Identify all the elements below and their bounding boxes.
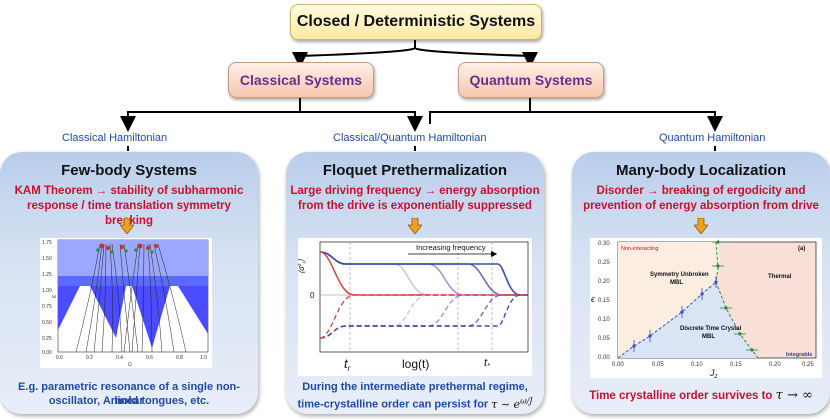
mbl-phase-diagram: (a) Non-interacting Thermal Symmetry Unb… [590, 238, 822, 378]
integrable-label: Integrable [786, 352, 812, 358]
sym-unbroken-label-2: MBL [670, 280, 683, 286]
x-tick: 0.2 [86, 355, 93, 361]
t-star-label: t* [484, 357, 490, 370]
y-tick: 0.05 [598, 336, 610, 342]
x-tick: 0.20 [769, 362, 781, 368]
non-interacting-label: Non-interacting [621, 246, 658, 252]
x-tick: 0.0 [56, 355, 63, 361]
claim-line-2: response / time translation symmetry bre… [27, 200, 231, 227]
zero-label: 0 [310, 291, 315, 300]
x-tick: 0.10 [691, 362, 703, 368]
y-tick: 1.25 [42, 272, 52, 278]
x-tick: 0.6 [146, 355, 153, 361]
tau-infinity-formula: τ → ∞ [775, 388, 813, 403]
dtc-label-1: Discrete Time Crystal [680, 326, 742, 332]
y-tick: 0.25 [42, 336, 52, 342]
y-tick: 0.00 [42, 350, 52, 356]
connector-quantum-mid [429, 96, 531, 124]
note-line-1: During the intermediate prethermal regim… [302, 381, 528, 393]
note-line-2: time-crystalline order can persist for τ… [290, 394, 540, 412]
y-tick: 1.75 [42, 240, 52, 246]
tree-connectors [120, 38, 723, 151]
x-tick: 1.0 [200, 355, 207, 361]
y-tick: 0.50 [42, 320, 52, 326]
note-line-2-text: time-crystalline order can persist for [297, 398, 489, 411]
down-arrow-icon [120, 218, 134, 234]
quantum-systems-label: Quantum Systems [469, 72, 593, 88]
y-axis-label: ω [52, 294, 56, 300]
down-arrow-icon [694, 218, 708, 234]
x-tick: 0.00 [612, 362, 624, 368]
y-axis-label: ⟨σzi⟩ [298, 258, 308, 274]
x-tick: 0.4 [116, 355, 123, 361]
x-tick: 0.25 [802, 362, 814, 368]
classical-hamiltonian-label: Classical Hamiltonian [62, 132, 168, 144]
claim-line-1: Large driving frequency → energy absorpt… [290, 185, 540, 197]
y-tick: 0.30 [598, 241, 610, 247]
note-line-1: E.g. parametric resonance of a single no… [18, 381, 240, 407]
classical-quantum-hamiltonian-label: Classical/Quantum Hamiltonian [333, 132, 487, 144]
x-tick: 0.05 [652, 362, 664, 368]
panel-title: Many-body Localization [615, 162, 786, 179]
claim-line-2: from the drive is exponentially suppress… [298, 200, 532, 212]
top-title-box: Closed / Deterministic Systems [290, 4, 542, 40]
claim-line-1: Disorder → breaking of ergodicity and [596, 185, 806, 197]
connector-top-left [292, 38, 416, 68]
panel-label-a: (a) [798, 246, 805, 252]
x-axis-label: Jz [709, 368, 718, 378]
note-line-1-text: Time crystalline order survives to [589, 390, 773, 402]
panel-few-body: Few-body Systems KAM Theorem → stability… [0, 152, 258, 414]
y-tick: 0.20 [598, 279, 610, 285]
log-t-label: log(t) [402, 357, 429, 371]
y-tick: 0.10 [598, 317, 610, 323]
y-tick: 1.50 [42, 256, 52, 262]
panel-title: Few-body Systems [61, 162, 197, 179]
connector-top-right [414, 47, 538, 68]
x-tick: 0.8 [176, 355, 183, 361]
connector-classical-left [120, 96, 301, 132]
dtc-label-2: MBL [702, 334, 715, 340]
panel-title: Floquet Prethermalization [322, 162, 508, 179]
panel-mbl: Many-body Localization Disorder → breaki… [572, 152, 830, 414]
y-tick: 1.00 [42, 288, 52, 294]
panel-floquet: Floquet Prethermalization Large driving … [286, 152, 544, 414]
note-line-2: oscillator, Arnold tongues, etc. [48, 395, 210, 407]
claim-line-2: prevention of energy absorption from dri… [583, 200, 819, 212]
thermal-label: Thermal [768, 274, 792, 280]
down-arrow-icon [408, 218, 422, 234]
top-title: Closed / Deterministic Systems [296, 13, 536, 30]
y-tick: 0.75 [42, 304, 52, 310]
note-line-1: Time crystalline order survives to τ → ∞ [576, 388, 826, 403]
quantum-systems-box: Quantum Systems [458, 62, 604, 98]
classical-systems-label: Classical Systems [239, 72, 363, 88]
arnold-tongues-figure: 1.75 1.50 1.25 1.00 0.75 0.50 0.25 0.00 … [40, 238, 212, 368]
y-tick: 0.25 [598, 260, 610, 266]
increasing-frequency-label: Increasing frequency [416, 243, 486, 252]
prethermal-figure: Increasing frequency 0 ⟨σzi⟩ tr log(t) t… [298, 238, 532, 376]
y-axis-label: ϵ [591, 294, 596, 304]
connector-classical-mid [300, 111, 423, 132]
y-tick: 0.00 [598, 355, 610, 361]
tau-formula: τ ∼ eω/J [491, 396, 533, 411]
sym-unbroken-label-1: Symmetry Unbroken [650, 272, 709, 278]
y-tick: 0.15 [598, 298, 610, 304]
quantum-hamiltonian-label: Quantum Hamiltonian [659, 132, 766, 144]
classical-systems-box: Classical Systems [228, 62, 374, 98]
connector-quantum-right [530, 111, 723, 132]
x-axis-label: Ω [128, 362, 132, 368]
claim-line-1: KAM Theorem → stability of subharmonic [14, 185, 244, 197]
x-tick: 0.15 [730, 362, 742, 368]
t-r-label: tr [344, 356, 351, 373]
